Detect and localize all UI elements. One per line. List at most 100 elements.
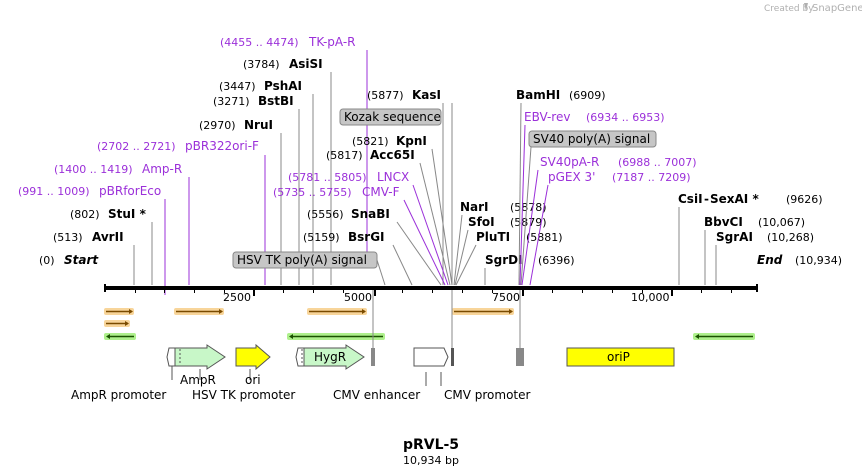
primer-arrow[interactable]: [104, 308, 134, 315]
right-leader-lines: [453, 102, 549, 286]
plasmid-name: pRVL-5: [403, 437, 459, 453]
tick-label-5000: 5000: [344, 291, 372, 304]
feature-orip[interactable]: oriP: [566, 347, 675, 367]
sv40-polya-box[interactable]: [528, 130, 657, 148]
enzyme-pos-asisi: (3784): [243, 58, 280, 71]
credit-prefix: Created by: [764, 4, 814, 14]
primer-name-sv40par[interactable]: SV40pA-R: [540, 155, 599, 169]
enzyme-name-kasi[interactable]: KasI: [412, 88, 441, 102]
feature-ampr-promoter[interactable]: [166, 347, 176, 380]
feature-track: HygR oriP: [166, 290, 675, 386]
primer-name-pbrforeco[interactable]: pBRforEco: [99, 184, 161, 198]
tick-label-10000: 10,000: [631, 291, 670, 304]
feature-hygr[interactable]: HygR: [301, 344, 365, 370]
feature-label-ampr-promoter: AmpR promoter: [71, 388, 166, 402]
far-right-labels: CsiI SexAI * - (9626) BbvCI (10,067) Sgr…: [678, 192, 842, 267]
far-right-leader-lines: [678, 207, 717, 285]
kozak-sequence-label: Kozak sequence: [344, 110, 441, 124]
plasmid-size: 10,934 bp: [403, 454, 459, 467]
backbone-bar: [105, 286, 758, 290]
enzyme-name-sfoi[interactable]: SfoI: [468, 215, 495, 229]
enzyme-name-nari[interactable]: NarI: [460, 200, 489, 214]
primer-name-pbr322ori[interactable]: pBR322ori-F: [185, 139, 259, 153]
primer-pos-pbr322ori: (2702 .. 2721): [97, 140, 176, 153]
primer-arrow[interactable]: [452, 308, 514, 315]
enzyme-name-csii[interactable]: CsiI: [678, 192, 703, 206]
enzyme-pos-bsrgi: (5159): [303, 231, 340, 244]
primer-name-lncx[interactable]: LNCX: [377, 170, 409, 184]
feature-label-ori: ori: [245, 373, 261, 387]
feature-label-cmv-enhancer: CMV enhancer: [333, 388, 420, 402]
kozak-sequence-box[interactable]: [339, 108, 442, 126]
enzyme-pos-nrui: (2970): [199, 119, 236, 132]
feature-ampr[interactable]: [174, 344, 226, 380]
feature-label-orip: oriP: [607, 350, 630, 364]
feature-label-cmv-promoter: CMV promoter: [444, 388, 531, 402]
primer-pos-cmvf: (5735 .. 5755): [273, 186, 352, 199]
feature-cmv-enhancer[interactable]: [413, 347, 449, 386]
enzyme-name-pshai[interactable]: PshAI: [264, 79, 302, 93]
enzyme-pair-dash: -: [704, 192, 709, 206]
enzyme-pos-sgrdi: (6396): [538, 254, 575, 267]
primer-arrow[interactable]: [693, 333, 755, 340]
primer-name-pgex3[interactable]: pGEX 3': [548, 170, 595, 184]
enzyme-name-bbvci[interactable]: BbvCI: [704, 215, 743, 229]
primer-arrow[interactable]: [104, 320, 130, 327]
enzyme-name-bstbi[interactable]: BstBI: [258, 94, 294, 108]
feature-ori[interactable]: [235, 343, 271, 380]
enzyme-name-bamhi[interactable]: BamHI: [516, 88, 560, 102]
enzyme-name-stui[interactable]: StuI *: [108, 207, 147, 221]
enzyme-name-bsrgi[interactable]: BsrGI: [348, 230, 385, 244]
enzyme-name-sgrdi[interactable]: SgrDI: [485, 253, 523, 267]
sv40-polya-label: SV40 poly(A) signal: [533, 132, 650, 146]
enzyme-pos-pshai: (3447): [219, 80, 256, 93]
primer-pos-pgex3: (7187 .. 7209): [612, 171, 691, 184]
end-label: End: [757, 253, 783, 267]
primer-name-cmvf[interactable]: CMV-F: [362, 185, 400, 199]
feature-label-ampr: AmpR: [180, 373, 216, 387]
enzyme-name-pluti[interactable]: PluTI: [476, 230, 510, 244]
enzyme-name-nrui[interactable]: NruI: [244, 118, 273, 132]
left-labels: (4455 .. 4474) TK-pA-R (3784) AsiSI (344…: [18, 35, 356, 267]
tick-marks: [135, 290, 732, 296]
enzyme-name-kpni[interactable]: KpnI: [396, 134, 427, 148]
feature-label-hsv-tk-promoter: HSV TK promoter: [192, 388, 295, 402]
enzyme-pos-nari: (5878): [510, 201, 547, 214]
primer-name-tkpar[interactable]: TK-pA-R: [308, 35, 356, 49]
primer-arrow[interactable]: [287, 333, 385, 340]
feature-polya-marker[interactable]: [371, 348, 375, 366]
primer-name-ebvrev[interactable]: EBV-rev: [524, 110, 570, 124]
enzyme-name-sgrai[interactable]: SgrAI: [716, 230, 753, 244]
start-label: Start: [64, 253, 99, 267]
tick-label-2500: 2500: [223, 291, 251, 304]
enzyme-name-sexai[interactable]: SexAI *: [710, 192, 759, 206]
enzyme-pos-stui: (802): [70, 208, 100, 221]
start-pos: (0): [39, 254, 55, 267]
enzyme-pos-pluti: (5881): [526, 231, 563, 244]
feature-sv40-marker[interactable]: [516, 348, 524, 366]
enzyme-name-acc65i[interactable]: Acc65I: [370, 148, 415, 162]
primer-pos-lncx: (5781 .. 5805): [288, 171, 367, 184]
enzyme-pos-sfoi: (5879): [510, 216, 547, 229]
sequence-axis: 2500 5000 7500 10,000: [104, 284, 758, 304]
enzyme-pos-csii: (9626): [786, 193, 823, 206]
feature-cmv-promoter-marker[interactable]: [451, 348, 454, 366]
center-leader-lines: [376, 103, 453, 286]
enzyme-pos-sgrai: (10,268): [767, 231, 814, 244]
primer-name-ampr[interactable]: Amp-R: [142, 162, 182, 176]
enzyme-pos-bbvci: (10,067): [758, 216, 805, 229]
enzyme-pos-bamhi: (6909): [569, 89, 606, 102]
primer-pos-ebvrev: (6934 .. 6953): [586, 111, 665, 124]
enzyme-pos-acc65i: (5817): [326, 149, 363, 162]
primer-arrow[interactable]: [104, 333, 136, 340]
primer-arrow[interactable]: [174, 308, 224, 315]
enzyme-name-asisi[interactable]: AsiSI: [289, 57, 323, 71]
enzyme-name-avrii[interactable]: AvrII: [92, 230, 124, 244]
feature-hsv-tk-promoter[interactable]: [295, 347, 305, 367]
primer-arrow[interactable]: [307, 308, 367, 315]
snapgene-logo-text: SnapGene: [812, 3, 862, 14]
hsv-tk-polya-label: HSV TK poly(A) signal: [237, 253, 367, 267]
enzyme-name-snabi[interactable]: SnaBI: [351, 207, 390, 221]
primer-arrows: [104, 308, 755, 340]
